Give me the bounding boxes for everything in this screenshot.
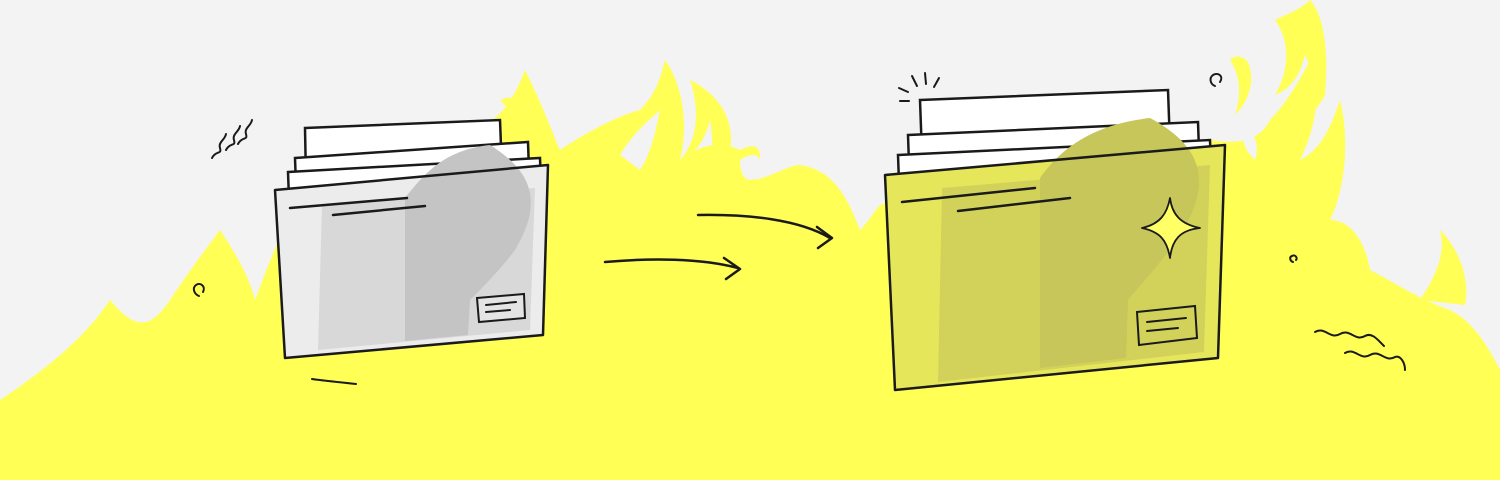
arrow-right-icon — [603, 213, 834, 281]
sparkle-icon — [1141, 197, 1201, 259]
droplet-icon — [192, 72, 1298, 297]
yellow-folder-with-papers-icon — [883, 88, 1227, 392]
squiggle-icon — [211, 119, 1406, 385]
spark-burst-icon — [898, 72, 940, 102]
gray-folder-with-papers-icon — [273, 118, 550, 360]
flame-gaps — [620, 110, 1257, 180]
